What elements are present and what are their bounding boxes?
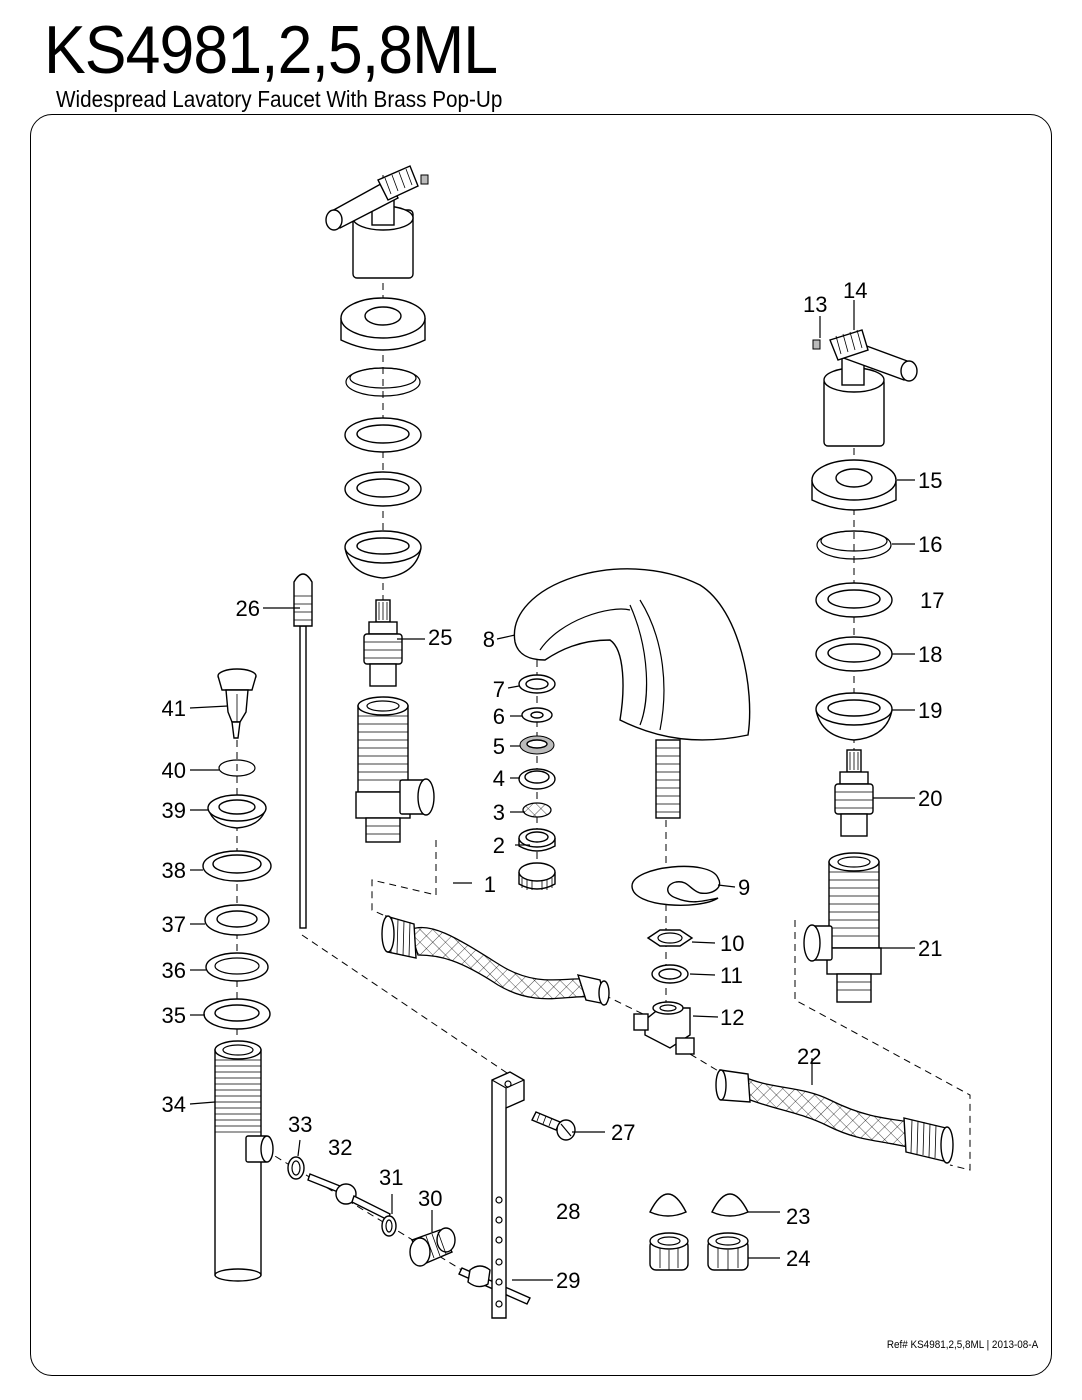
callout-32: 32 <box>328 1135 352 1160</box>
callout-23: 23 <box>786 1204 810 1229</box>
callout-4: 4 <box>493 766 505 791</box>
left-flange-and-rings <box>340 297 426 579</box>
callout-11: 11 <box>720 963 743 988</box>
callout-12: 12 <box>720 1005 744 1030</box>
left-valve-body <box>355 696 435 843</box>
callout-18: 18 <box>918 642 942 667</box>
callout-13: 13 <box>803 292 827 317</box>
callout-3: 3 <box>493 800 505 825</box>
callout-25: 25 <box>428 625 452 650</box>
callout-30: 30 <box>418 1186 442 1211</box>
reference-number: Ref# KS4981,2,5,8ML | 2013-08-A <box>886 1339 1038 1351</box>
pop-up-stopper <box>217 668 257 739</box>
callout-5: 5 <box>493 734 505 759</box>
callout-33: 33 <box>288 1112 312 1137</box>
callout-2: 2 <box>493 833 505 858</box>
right-flange-and-rings <box>811 459 897 741</box>
diagram-frame <box>30 114 1052 1376</box>
drain-flange-and-washers <box>202 759 272 1030</box>
callout-22: 22 <box>797 1044 821 1069</box>
callout-36: 36 <box>162 958 186 983</box>
callout-31: 31 <box>379 1165 403 1190</box>
lift-rod <box>293 573 313 929</box>
aerator-parts <box>518 674 556 890</box>
callout-39: 39 <box>162 798 186 823</box>
callout-8: 8 <box>483 627 495 652</box>
callout-24: 24 <box>786 1246 810 1271</box>
callout-26: 26 <box>236 596 260 621</box>
spout <box>513 568 751 819</box>
callout-14: 14 <box>843 278 867 303</box>
ball-rod-assembly <box>287 1156 531 1305</box>
cone-washers-and-coupling-nuts <box>649 1193 749 1271</box>
callout-15: 15 <box>918 468 942 493</box>
left-valve-cartridge <box>363 599 403 687</box>
callout-7: 7 <box>493 677 505 702</box>
callout-6: 6 <box>493 704 505 729</box>
callout-41: 41 <box>162 696 186 721</box>
callout-9: 9 <box>738 875 750 900</box>
spout-mounting-hardware <box>631 865 721 1055</box>
callout-20: 20 <box>918 786 942 811</box>
right-valve-body <box>803 852 882 1003</box>
callout-17: 17 <box>920 588 944 613</box>
callout-37: 37 <box>162 912 186 937</box>
callout-1: 1 <box>484 872 496 897</box>
document-subtitle: Widespread Lavatory Faucet With Brass Po… <box>56 86 503 112</box>
right-flex-hose <box>715 1069 954 1164</box>
callout-21: 21 <box>918 936 942 961</box>
drain-body <box>214 1040 274 1282</box>
leader-lines <box>189 300 915 1281</box>
callout-27: 27 <box>611 1120 635 1145</box>
left-lever-handle <box>325 165 429 279</box>
callout-38: 38 <box>162 858 186 883</box>
callout-16: 16 <box>918 532 942 557</box>
extension-strap <box>491 1071 525 1319</box>
strap-screw <box>531 1111 576 1141</box>
document-title: KS4981,2,5,8ML <box>44 12 498 88</box>
callout-29: 29 <box>556 1268 580 1293</box>
callout-34: 34 <box>162 1092 186 1117</box>
callout-35: 35 <box>162 1003 186 1028</box>
callout-28: 28 <box>556 1199 580 1224</box>
right-lever-handle <box>812 329 918 447</box>
callout-19: 19 <box>918 698 942 723</box>
callout-10: 10 <box>720 931 744 956</box>
left-flex-hose <box>381 915 610 1006</box>
right-valve-cartridge <box>834 749 874 837</box>
callout-labels: 1 2 3 4 5 6 7 8 9 10 11 12 13 14 15 16 1… <box>162 278 945 1293</box>
callout-40: 40 <box>162 758 186 783</box>
